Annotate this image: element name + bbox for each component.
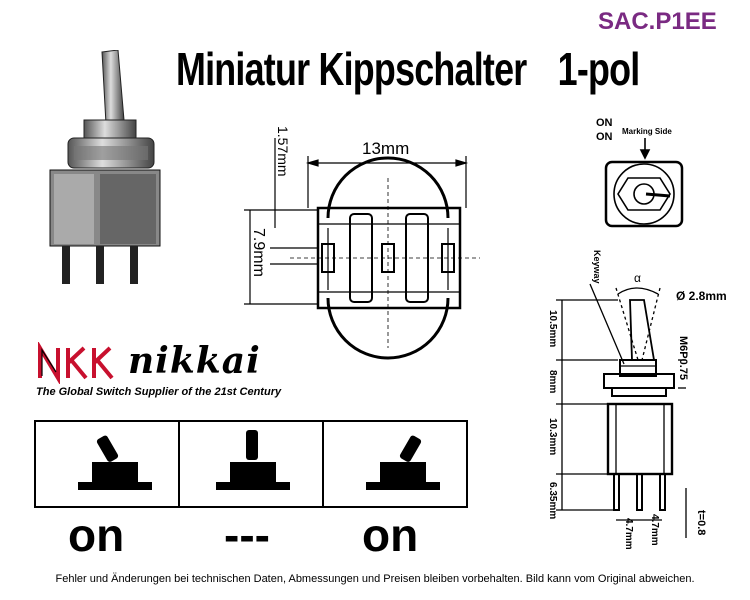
dim-thickness: t=0.8: [695, 510, 707, 535]
position-1-icon: [78, 435, 152, 490]
label-on-bottom: ON: [596, 131, 613, 143]
disclaimer-footer: Fehler und Änderungen bei technischen Da…: [55, 573, 695, 585]
front-view-drawing: ON ON Marking Side: [596, 117, 684, 228]
position-2-icon: [216, 430, 290, 490]
position-1-label: on: [68, 509, 125, 561]
position-3-label: on: [362, 509, 419, 561]
top-view-drawing: 13mm 1.57mm 7.9mm: [244, 126, 480, 360]
label-keyway: Keyway: [592, 250, 602, 284]
label-diameter: Ø 2.8mm: [676, 289, 727, 303]
switch-position-diagram: [34, 420, 468, 508]
dim-pitch-2: 4.7mm: [649, 514, 660, 546]
nkk-logo: [38, 342, 114, 384]
dim-103mm: 10.3mm: [548, 418, 558, 455]
label-alpha: α: [634, 271, 641, 285]
position-2-label: ---: [224, 509, 270, 561]
dim-157mm: 1.57mm: [275, 126, 291, 177]
position-3-icon: [366, 435, 440, 490]
brand-name: nikkai: [128, 340, 261, 382]
brand-tagline: The Global Switch Supplier of the 21st C…: [36, 386, 282, 398]
dim-13mm: 13mm: [362, 139, 409, 158]
label-marking-side: Marking Side: [622, 127, 672, 136]
page-title: Miniatur Kippschalter 1-pol: [176, 42, 641, 96]
label-thread: M6P0.75: [677, 336, 689, 380]
title-poles: 1-pol: [557, 43, 641, 95]
dim-pitch-1: 4.7mm: [623, 518, 634, 550]
switch-photo: [49, 50, 161, 284]
label-on-top: ON: [596, 117, 613, 129]
dim-105mm: 10.5mm: [548, 310, 558, 347]
side-view-drawing: Keyway α Ø 2.8mm M6P0.75 10.5mm 8mm 10.3…: [548, 250, 727, 550]
product-code: SAC.P1EE: [598, 8, 717, 35]
dim-79mm: 7.9mm: [250, 228, 267, 277]
dim-8mm: 8mm: [548, 370, 558, 393]
title-text: Miniatur Kippschalter: [176, 43, 527, 95]
dim-635mm: 6.35mm: [548, 482, 558, 519]
